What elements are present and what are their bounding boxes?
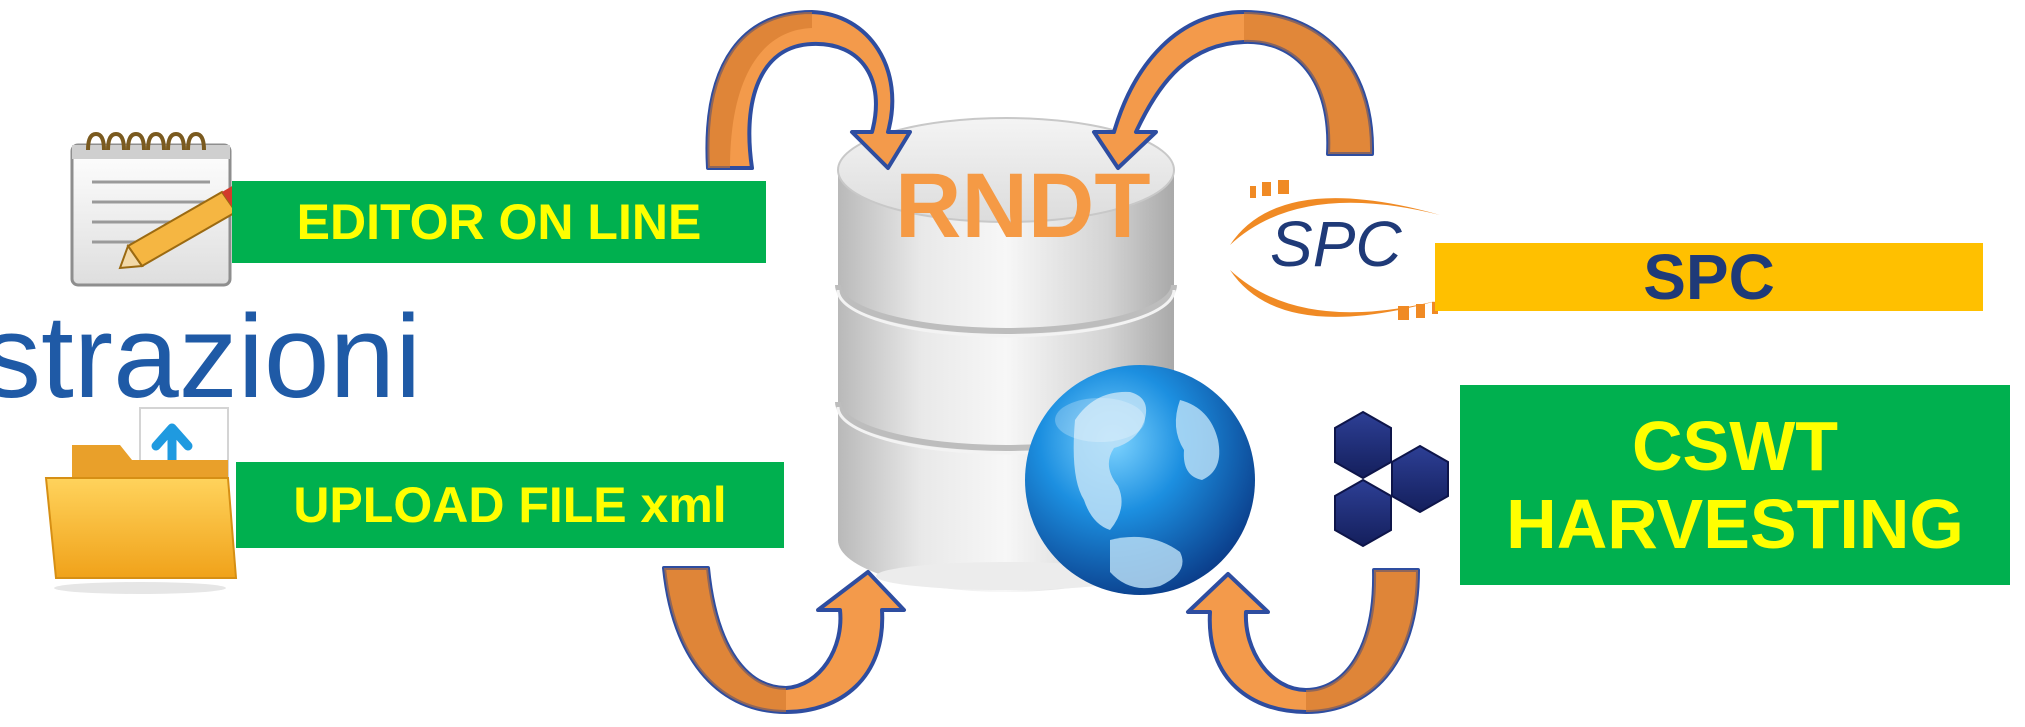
notepad-pencil-icon — [70, 131, 248, 287]
cswt-harvesting-label: CSWT HARVESTING — [1460, 385, 2010, 585]
spc-logo-text: SPC — [1270, 208, 1402, 280]
folder-upload-icon — [44, 407, 238, 594]
editor-online-label: EDITOR ON LINE — [232, 181, 766, 263]
arrow-top-left — [705, 10, 912, 170]
cswt-label-line1: CSWT — [1631, 406, 1839, 485]
arrow-top-right — [1092, 10, 1375, 170]
cswt-label-line2: HARVESTING — [1506, 485, 1964, 563]
database-label: RNDT — [895, 155, 1151, 257]
upload-file-label: UPLOAD FILE xml — [236, 462, 784, 548]
arrow-bottom-left — [662, 566, 906, 714]
hexagon-cluster-icon — [1334, 410, 1449, 548]
partial-word: strazioni — [0, 291, 422, 423]
spc-label: SPC — [1435, 241, 1983, 313]
arrow-bottom-right — [1186, 568, 1420, 714]
globe-icon — [1025, 365, 1255, 595]
